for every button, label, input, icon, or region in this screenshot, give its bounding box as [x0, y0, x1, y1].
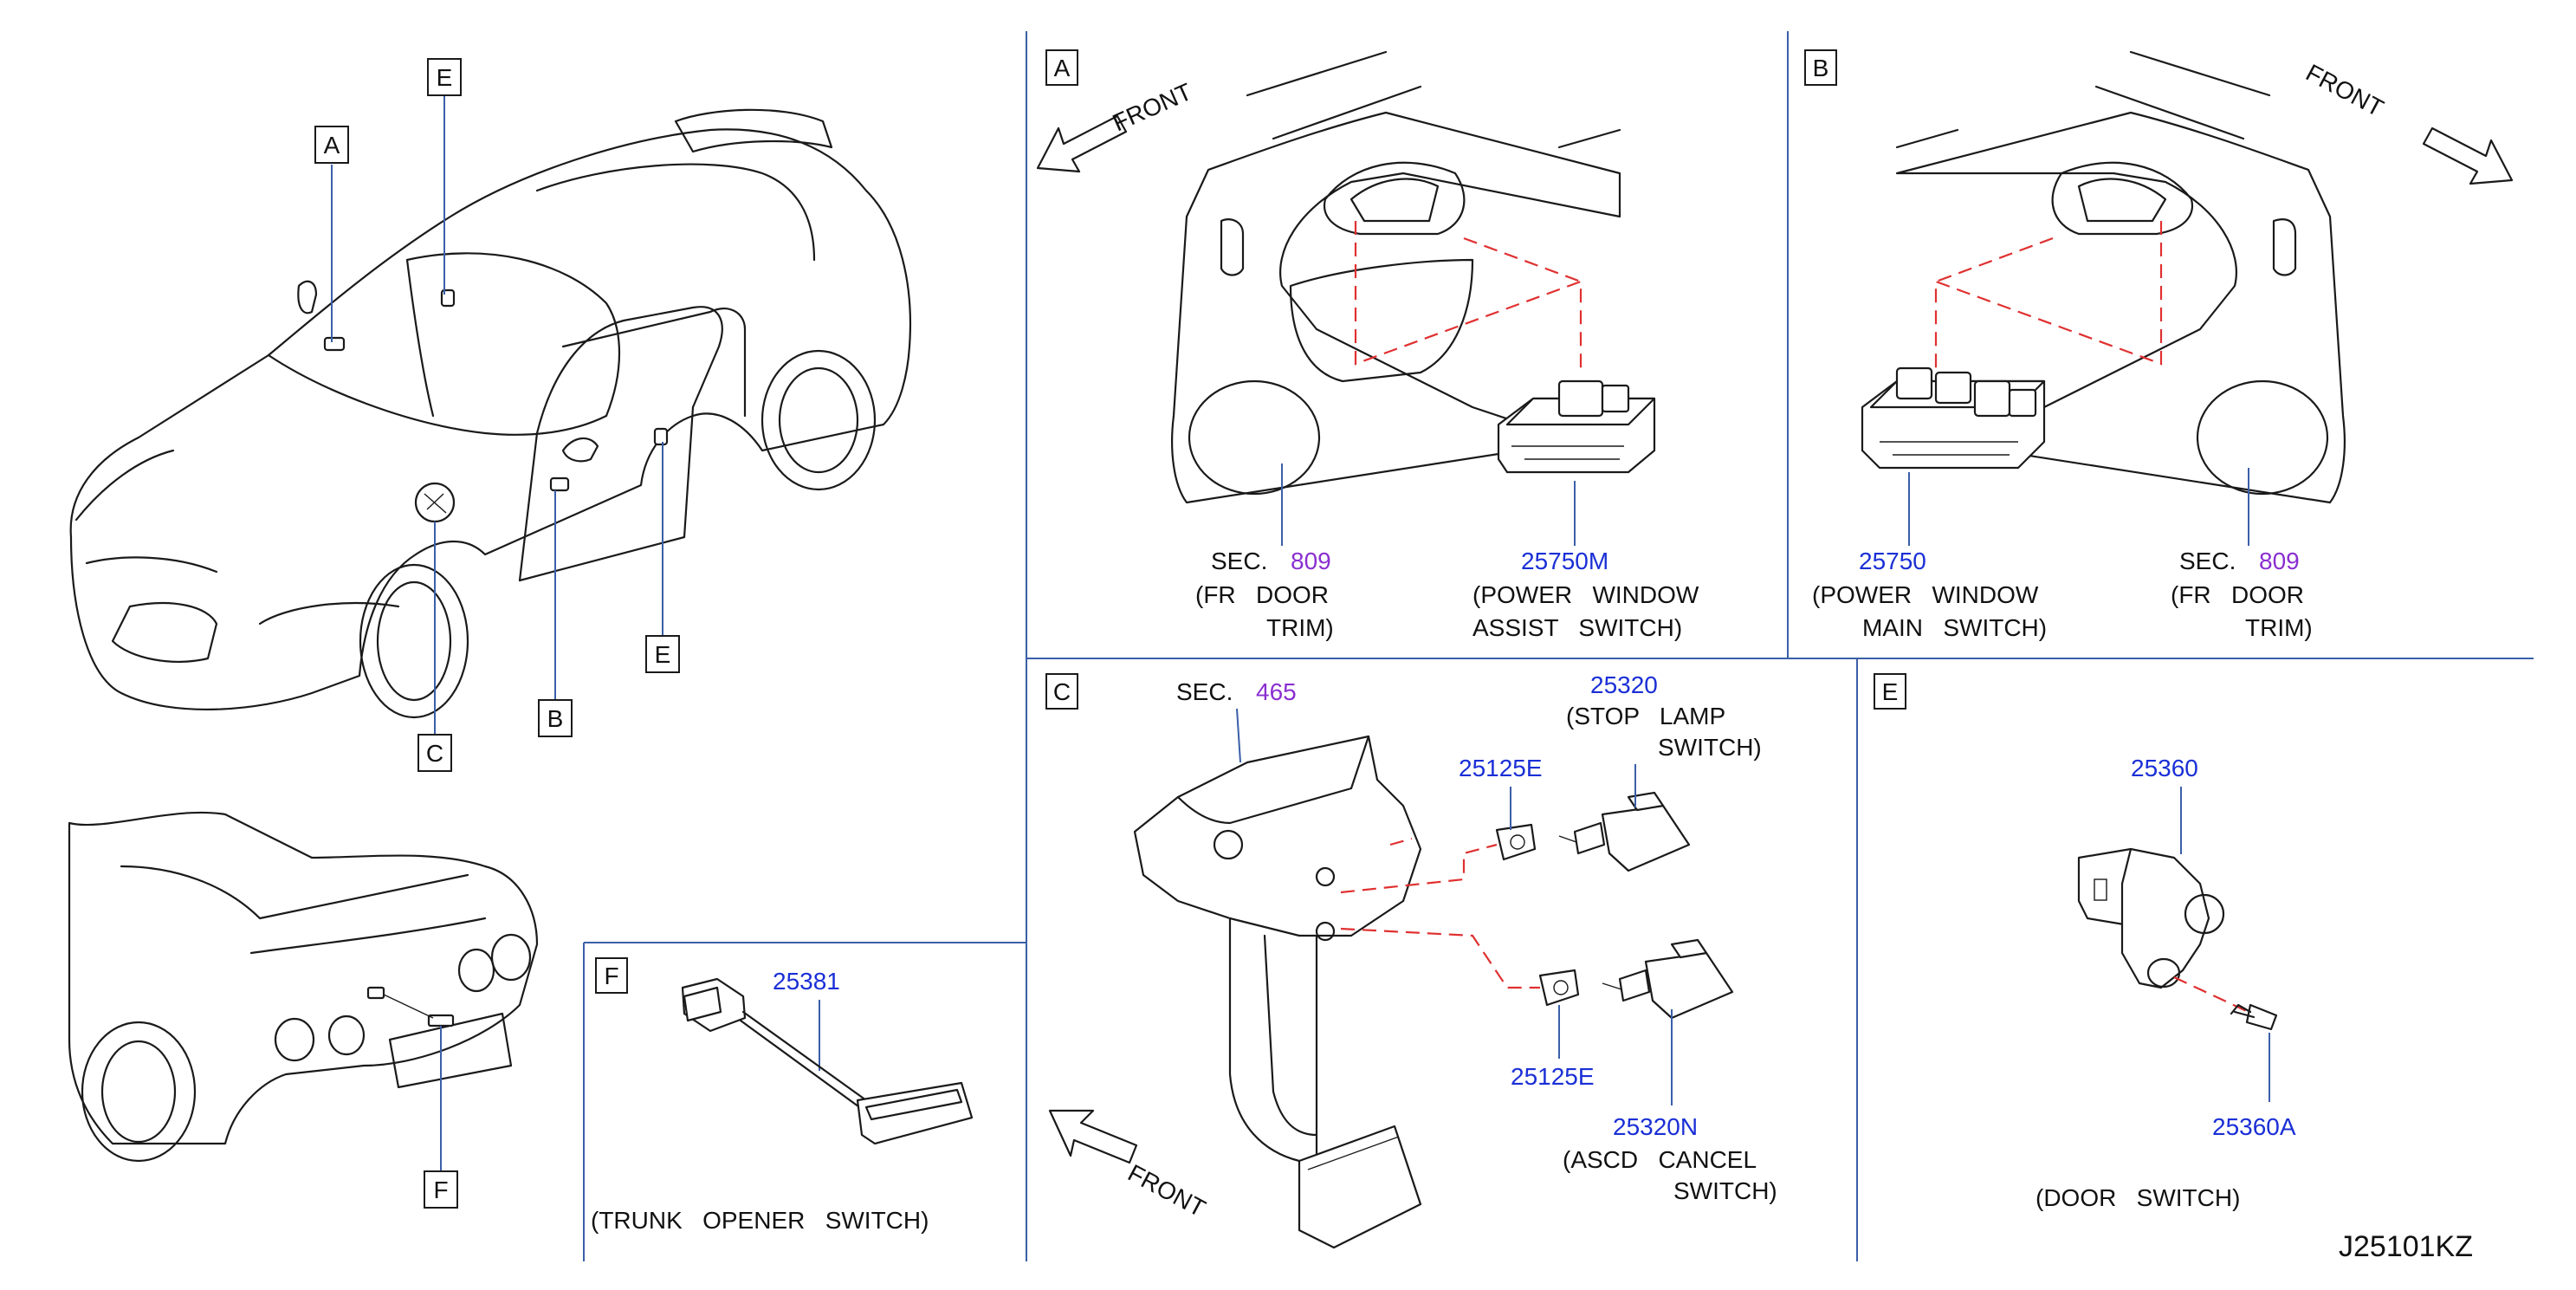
panel-c-ascd-line2: SWITCH): [1673, 1177, 1777, 1204]
panel-c-ascd-line1: (ASCD CANCEL: [1563, 1146, 1757, 1173]
panel-c-clip-upper: 25125E: [1459, 755, 1543, 781]
front-arrow-icon: [1048, 1109, 1138, 1164]
panel-c-front-label: FRONT: [1123, 1159, 1210, 1222]
panel-b-trim-line1: (FR DOOR: [2171, 581, 2304, 608]
callout-b: B: [547, 705, 564, 732]
panel-c-stop-line1: (STOP LAMP: [1566, 703, 1725, 729]
panel-e: E 25360 25360A (DOOR SWITCH): [1874, 673, 2296, 1211]
callout-e-top: E: [437, 64, 453, 91]
panel-f-desc: (TRUNK OPENER SWITCH): [591, 1207, 929, 1234]
callout-e-door: E: [655, 641, 671, 668]
callout-c: C: [426, 740, 443, 767]
panel-c-tag: C: [1053, 678, 1071, 705]
diagram-code: J25101KZ: [2339, 1230, 2473, 1263]
car-rear-illustration: [68, 811, 539, 1163]
panel-a-tag: A: [1054, 55, 1071, 81]
panel-a-trim-line1: (FR DOOR: [1195, 581, 1329, 608]
panel-c-ascd-part: 25320N: [1613, 1113, 1698, 1140]
panel-e-screw-part: 25360A: [2212, 1113, 2296, 1140]
car-overview-illustration: [69, 108, 912, 719]
panel-a: A FRONT SEC. 809 (FR DOOR TRIM) 25750M (…: [1036, 49, 1699, 641]
callout-a: A: [324, 132, 340, 159]
panel-f-tag: F: [604, 963, 618, 989]
panel-b-desc-line2: MAIN SWITCH): [1862, 614, 2047, 641]
front-arrow-icon: [2422, 126, 2514, 185]
panel-a-desc-line1: (POWER WINDOW: [1472, 581, 1699, 608]
panel-b-front-label: FRONT: [2301, 59, 2388, 122]
panel-a-trim-line2: TRIM): [1266, 614, 1334, 641]
panel-a-sec-prefix: SEC.: [1211, 548, 1267, 574]
panel-e-tag: E: [1882, 678, 1899, 705]
panel-b-sec-number: 809: [2259, 548, 2300, 574]
panel-b-trim-line2: TRIM): [2245, 614, 2313, 641]
panel-c-sec-prefix: SEC.: [1176, 678, 1233, 705]
panel-b-sec-prefix: SEC.: [2179, 548, 2236, 574]
panel-b-part-number: 25750: [1859, 548, 1926, 574]
panel-f: F 25381 (TRUNK OPENER SWITCH): [591, 957, 974, 1234]
front-arrow-icon: [1036, 114, 1128, 173]
panel-a-sec-number: 809: [1291, 548, 1331, 574]
panel-c: C SEC. 465 25320 (STOP LAMP: [1045, 671, 1777, 1249]
callout-f: F: [433, 1177, 448, 1203]
panel-a-desc-line2: ASSIST SWITCH): [1472, 614, 1682, 641]
panel-b: B FRONT 25750 (POWER WINDOW MAIN SWITCH)…: [1804, 49, 2514, 641]
panel-b-desc-line1: (POWER WINDOW: [1812, 581, 2039, 608]
panel-c-sec-number: 465: [1256, 678, 1297, 705]
panel-e-switch-part: 25360: [2131, 755, 2198, 781]
panel-a-part-number: 25750M: [1521, 548, 1608, 574]
panel-c-clip-lower: 25125E: [1511, 1063, 1595, 1090]
overview-callouts: A E E B C F: [314, 58, 680, 1209]
panel-b-tag: B: [1813, 55, 1829, 81]
panel-e-desc: (DOOR SWITCH): [2036, 1184, 2240, 1211]
panel-a-front-label: FRONT: [1109, 78, 1196, 137]
panel-c-stop-part: 25320: [1590, 671, 1658, 698]
panel-dividers: [583, 31, 2534, 1261]
panel-c-stop-line2: SWITCH): [1658, 734, 1762, 761]
panel-f-part-number: 25381: [773, 968, 840, 995]
